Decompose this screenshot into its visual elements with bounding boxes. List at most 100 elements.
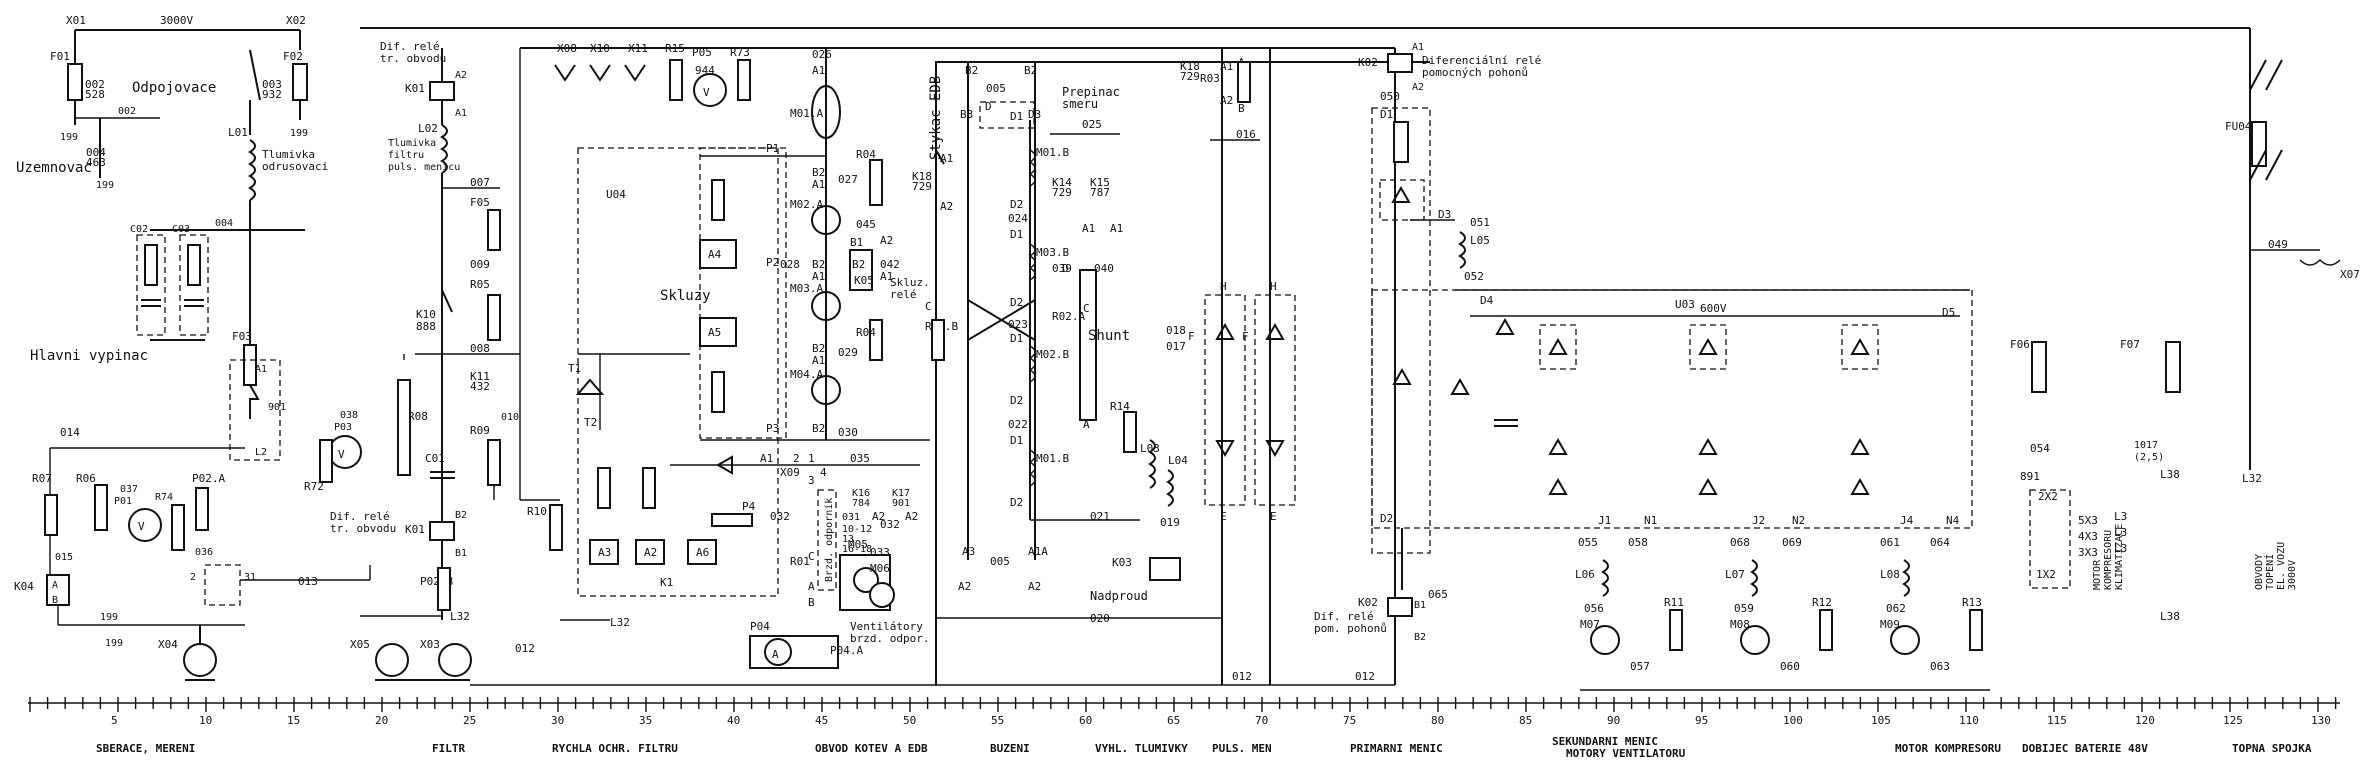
svg-text:10-12: 10-12 xyxy=(842,524,872,535)
svg-text:F: F xyxy=(1188,330,1195,343)
svg-text:V: V xyxy=(338,448,345,461)
svg-text:D: D xyxy=(985,100,992,113)
svg-text:A2: A2 xyxy=(872,510,885,523)
svg-text:2X2: 2X2 xyxy=(2038,490,2058,503)
svg-text:012: 012 xyxy=(1355,670,1375,683)
svg-text:003: 003 xyxy=(262,78,282,91)
svg-text:E: E xyxy=(1220,510,1227,523)
svg-text:H: H xyxy=(1270,280,1277,293)
svg-text:F03: F03 xyxy=(232,330,252,343)
svg-text:012: 012 xyxy=(1232,670,1252,683)
svg-text:P2: P2 xyxy=(766,256,779,269)
svg-text:B1: B1 xyxy=(850,236,863,249)
svg-text:432: 432 xyxy=(470,380,490,393)
svg-text:D1: D1 xyxy=(1010,110,1023,123)
obvody-topeni-label: OBVODYTOPENÍEL. VOZU3000V xyxy=(2254,542,2298,590)
svg-text:A1: A1 xyxy=(1110,222,1123,235)
svg-text:031: 031 xyxy=(842,512,860,523)
svg-text:R11: R11 xyxy=(1664,596,1684,609)
svg-text:K01: K01 xyxy=(405,523,425,536)
svg-text:R03: R03 xyxy=(1200,72,1220,85)
svg-text:A1: A1 xyxy=(1220,60,1233,73)
svg-text:063: 063 xyxy=(1930,660,1950,673)
ruler-number: 75 xyxy=(1343,714,1356,727)
svg-text:A2: A2 xyxy=(940,200,953,213)
ruler-number: 70 xyxy=(1255,714,1268,727)
svg-text:L32: L32 xyxy=(2242,472,2262,485)
svg-text:036: 036 xyxy=(195,547,213,558)
section-label-obvod: OBVOD KOTEV A EDB xyxy=(815,742,928,755)
svg-text:K02: K02 xyxy=(1358,56,1378,69)
svg-text:463: 463 xyxy=(86,156,106,169)
svg-text:X09: X09 xyxy=(780,466,800,479)
svg-text:C02: C02 xyxy=(130,224,148,235)
svg-text:022: 022 xyxy=(1008,418,1028,431)
svg-text:A: A xyxy=(808,580,815,593)
svg-text:X08: X08 xyxy=(557,42,577,55)
ruler-number: 10 xyxy=(199,714,212,727)
svg-text:007: 007 xyxy=(470,176,490,189)
ruler-number: 100 xyxy=(1783,714,1803,727)
ruler-number: 110 xyxy=(1959,714,1979,727)
section-sberace: F01 199 002 528 002 Odpojovace Uzemnovac… xyxy=(14,49,371,681)
svg-text:002: 002 xyxy=(85,78,105,91)
svg-text:040: 040 xyxy=(1094,262,1114,275)
svg-text:056: 056 xyxy=(1584,602,1604,615)
svg-text:A5: A5 xyxy=(708,326,721,339)
svg-text:B2: B2 xyxy=(812,258,825,271)
svg-text:D2: D2 xyxy=(1010,496,1023,509)
svg-text:528: 528 xyxy=(85,88,105,101)
svg-text:M03.A: M03.A xyxy=(790,282,823,295)
svg-text:M08: M08 xyxy=(1730,618,1750,631)
svg-text:M01.A: M01.A xyxy=(790,107,823,120)
svg-text:052: 052 xyxy=(1464,270,1484,283)
svg-text:K02: K02 xyxy=(1358,596,1378,609)
section-label-motor-kompr: MOTOR KOMPRESORU xyxy=(1895,742,2001,755)
svg-text:028: 028 xyxy=(780,258,800,271)
svg-text:T1: T1 xyxy=(568,362,581,375)
svg-text:A: A xyxy=(1083,418,1090,431)
svg-text:013: 013 xyxy=(298,575,318,588)
svg-text:A1A: A1A xyxy=(1028,545,1048,558)
x02-label: X02 xyxy=(286,14,306,27)
svg-text:J4: J4 xyxy=(1900,514,1914,527)
brzd-odpornik-label: Brzd. odporník xyxy=(823,498,835,582)
u04-label: U04 xyxy=(606,188,626,201)
svg-text:017: 017 xyxy=(1166,340,1186,353)
svg-text:K03: K03 xyxy=(1112,556,1132,569)
svg-text:L38: L38 xyxy=(2160,468,2180,481)
svg-text:023: 023 xyxy=(1008,318,1028,331)
hlavni-vypinac-label: Hlavni vypinac xyxy=(30,348,148,364)
svg-text:R08: R08 xyxy=(408,410,428,423)
svg-text:D4: D4 xyxy=(1480,294,1494,307)
svg-text:D1: D1 xyxy=(1010,434,1023,447)
svg-text:R07: R07 xyxy=(32,472,52,485)
svg-text:199: 199 xyxy=(100,612,118,623)
svg-text:R15: R15 xyxy=(665,42,685,55)
svg-text:058: 058 xyxy=(1628,536,1648,549)
svg-text:L04: L04 xyxy=(1168,454,1188,467)
x01-label: X01 xyxy=(66,14,86,27)
svg-text:H: H xyxy=(1220,280,1227,293)
svg-text:13: 13 xyxy=(842,534,854,545)
odpojovace-label: Odpojovace xyxy=(132,80,216,96)
svg-text:L32: L32 xyxy=(450,610,470,623)
svg-text:042: 042 xyxy=(880,258,900,271)
svg-text:057: 057 xyxy=(1630,660,1650,673)
svg-text:D1: D1 xyxy=(1010,332,1023,345)
svg-text:A2: A2 xyxy=(880,234,893,247)
svg-text:C03: C03 xyxy=(172,224,190,235)
svg-text:049: 049 xyxy=(2268,238,2288,251)
svg-text:X05: X05 xyxy=(350,638,370,651)
svg-text:B2: B2 xyxy=(455,510,467,521)
svg-text:060: 060 xyxy=(1780,660,1800,673)
svg-text:1: 1 xyxy=(808,452,815,465)
svg-text:026: 026 xyxy=(812,48,832,61)
svg-text:FU04: FU04 xyxy=(2225,120,2252,133)
svg-text:035: 035 xyxy=(850,452,870,465)
